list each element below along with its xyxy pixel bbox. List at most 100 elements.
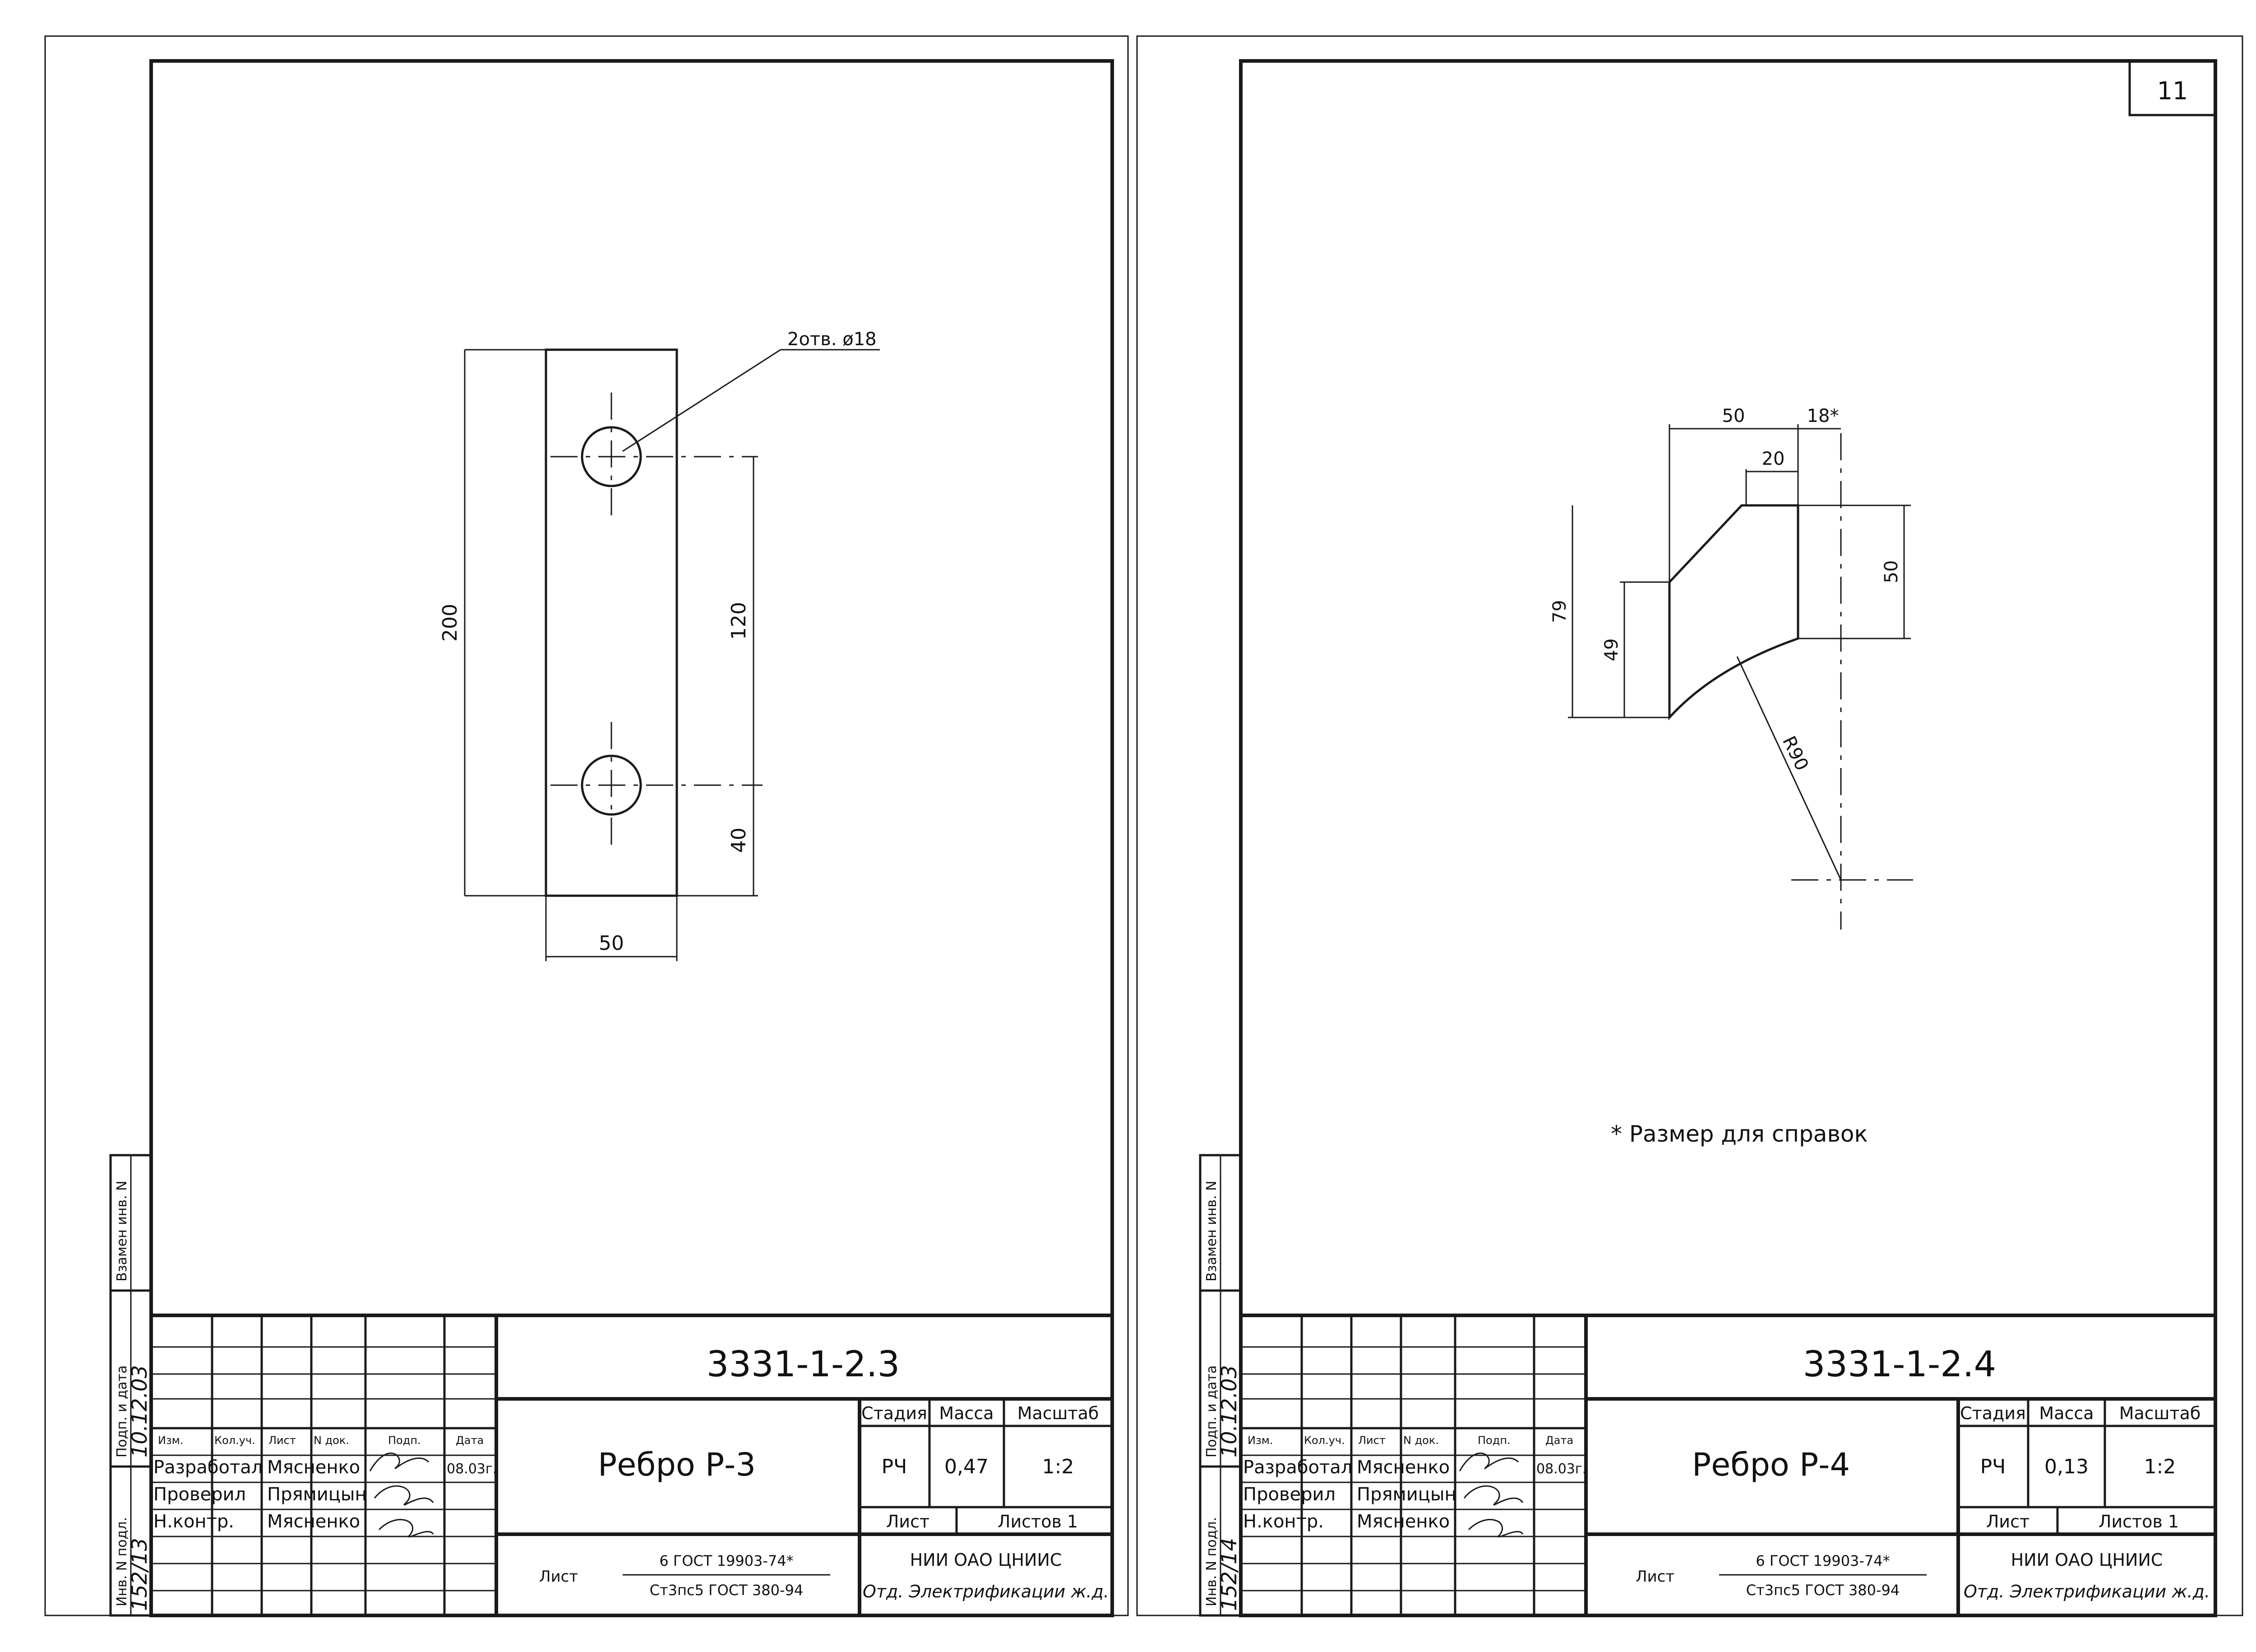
org-line-2: Отд. Электрификации ж.д. [863, 1582, 1109, 1601]
stage-header: Стадия [1960, 1403, 2026, 1423]
stage-header: Стадия [861, 1403, 927, 1423]
col-izm-header: Изм. [1248, 1434, 1273, 1447]
name-developer: Мясненко [1357, 1457, 1450, 1478]
material-label: Лист [1636, 1568, 1674, 1586]
col-podp-header: Подп. [1478, 1434, 1511, 1447]
sheet-right-title-block: Изм. Кол.уч. Лист N док. Подп. Дата Разр… [1241, 1314, 2215, 1615]
col-data-header: Дата [1545, 1434, 1573, 1447]
sheet-number: 11 [2157, 77, 2188, 105]
rib-outline [1668, 504, 1799, 721]
material-top: 6 ГОСТ 19903-74* [659, 1552, 793, 1569]
name-developer: Мясненко [267, 1457, 360, 1478]
col-data-header: Дата [456, 1434, 484, 1447]
side-inv-orig-label: Инв. N подл. [114, 1517, 130, 1606]
dim-right-height: 50 [1881, 560, 1902, 583]
dim-left-height: 49 [1601, 639, 1622, 662]
scale-value: 1:2 [2144, 1455, 2176, 1478]
side-inv-sub-label: Взамен инв. N [114, 1181, 130, 1282]
sheet-left-title-block: Изм. Кол.уч. Лист N док. Подп. Дата Разр… [151, 1314, 1112, 1615]
material-label: Лист [539, 1568, 578, 1586]
part-name: Ребро Р-4 [1692, 1446, 1850, 1483]
reference-note: * Размер для справок [1611, 1121, 1868, 1147]
hole-leader [622, 349, 781, 452]
org-line-1: НИИ ОАО ЦНИИС [2011, 1550, 2163, 1570]
stage-value: РЧ [1980, 1455, 2006, 1478]
role-developer: Разработал [1243, 1457, 1352, 1478]
dim-edge-distance: 40 [727, 828, 750, 853]
name-checker: Прямицын [267, 1484, 367, 1505]
col-koluch-header: Кол.уч. [1304, 1434, 1345, 1447]
part-name: Ребро Р-3 [598, 1446, 756, 1483]
mass-header: Масса [939, 1403, 994, 1423]
mass-value: 0,47 [944, 1455, 989, 1478]
sheet-number-box [2128, 60, 2217, 116]
col-list-header: Лист [268, 1434, 296, 1447]
part-drawing-r3: 200 120 40 50 2отв. ø18 [439, 329, 880, 961]
side-inv-sub-label: Взамен инв. N [1204, 1181, 1220, 1282]
dim-radius: R90 [1778, 733, 1812, 774]
dim-hole-spacing: 120 [727, 602, 750, 640]
sheet-right: 11 Взамен инв. N Подп. и дата Инв. N под… [1136, 35, 2243, 1617]
sheet-left-frame [149, 59, 1114, 1617]
sheet-label: Лист [886, 1512, 929, 1532]
side-sign-date-label: Подп. и дата [1204, 1365, 1220, 1458]
dim-height: 200 [439, 604, 462, 642]
side-handwritten-number: 152/13 [127, 1538, 152, 1611]
stage-value: РЧ [882, 1455, 907, 1478]
mass-value: 0,13 [2044, 1455, 2089, 1478]
dim-total-height: 79 [1549, 600, 1570, 623]
role-checker: Проверил [153, 1484, 246, 1505]
sheets-count-label: Листов 1 [2099, 1512, 2179, 1532]
plate-outline [545, 348, 678, 897]
org-line-1: НИИ ОАО ЦНИИС [910, 1550, 1062, 1570]
date-developer: 08.03г. [1536, 1461, 1586, 1477]
dim-top-ref: 18* [1807, 406, 1839, 426]
doc-code: 3331-1-2.4 [1803, 1344, 1996, 1385]
sheet-right-frame [1239, 59, 2217, 1617]
hole-bottom [581, 754, 642, 816]
side-handwritten-date: 10.12.03 [1217, 1365, 1241, 1458]
date-developer: 08.03г. [447, 1461, 497, 1477]
radius-leader [1736, 656, 1842, 880]
sheet-right-side-strip: Взамен инв. N Подп. и дата Инв. N подл. … [1199, 1154, 1242, 1617]
sheet-left-side-strip: Взамен инв. N Подп. и дата Инв. N подл. … [109, 1154, 153, 1617]
sheet-left-trim [44, 35, 1129, 1616]
role-norm-control: Н.контр. [1243, 1511, 1324, 1532]
side-inv-orig-label: Инв. N подл. [1204, 1517, 1220, 1606]
signature-scribble [1459, 1453, 1524, 1538]
material-top: 6 ГОСТ 19903-74* [1756, 1552, 1890, 1569]
col-podp-header: Подп. [388, 1434, 421, 1447]
dim-top-width: 50 [1722, 406, 1745, 426]
hole-note: 2отв. ø18 [787, 329, 877, 350]
side-handwritten-date: 10.12.03 [127, 1365, 152, 1458]
name-norm-control: Мясненко [1357, 1511, 1450, 1532]
hole-top [581, 426, 642, 487]
dim-step: 20 [1762, 449, 1785, 469]
org-line-2: Отд. Электрификации ж.д. [1964, 1582, 2210, 1601]
scale-header: Масштаб [1017, 1403, 1099, 1423]
material-bottom: Ст3пс5 ГОСТ 380-94 [650, 1582, 804, 1599]
signature-scribble [369, 1453, 434, 1538]
sheet-left: Взамен инв. N Подп. и дата Инв. N подл. … [44, 35, 1129, 1617]
role-developer: Разработал [153, 1457, 263, 1478]
doc-code: 3331-1-2.3 [707, 1344, 900, 1385]
sheets-count-label: Листов 1 [998, 1512, 1078, 1532]
part-drawing-r4: R90 50 18* 20 50 79 49 [1549, 406, 1913, 930]
name-norm-control: Мясненко [267, 1511, 360, 1532]
col-izm-header: Изм. [158, 1434, 183, 1447]
dim-width: 50 [599, 932, 624, 955]
role-checker: Проверил [1243, 1484, 1336, 1505]
mass-header: Масса [2039, 1403, 2094, 1423]
scale-value: 1:2 [1042, 1455, 1074, 1478]
col-ndok-header: N док. [1403, 1434, 1439, 1447]
scale-header: Масштаб [2119, 1403, 2201, 1423]
side-sign-date-label: Подп. и дата [114, 1365, 130, 1458]
name-checker: Прямицын [1357, 1484, 1456, 1505]
col-list-header: Лист [1358, 1434, 1386, 1447]
side-handwritten-number: 152/14 [1217, 1538, 1241, 1611]
role-norm-control: Н.контр. [153, 1511, 234, 1532]
col-koluch-header: Кол.уч. [214, 1434, 255, 1447]
col-ndok-header: N док. [314, 1434, 349, 1447]
sheet-label: Лист [1986, 1512, 2029, 1532]
